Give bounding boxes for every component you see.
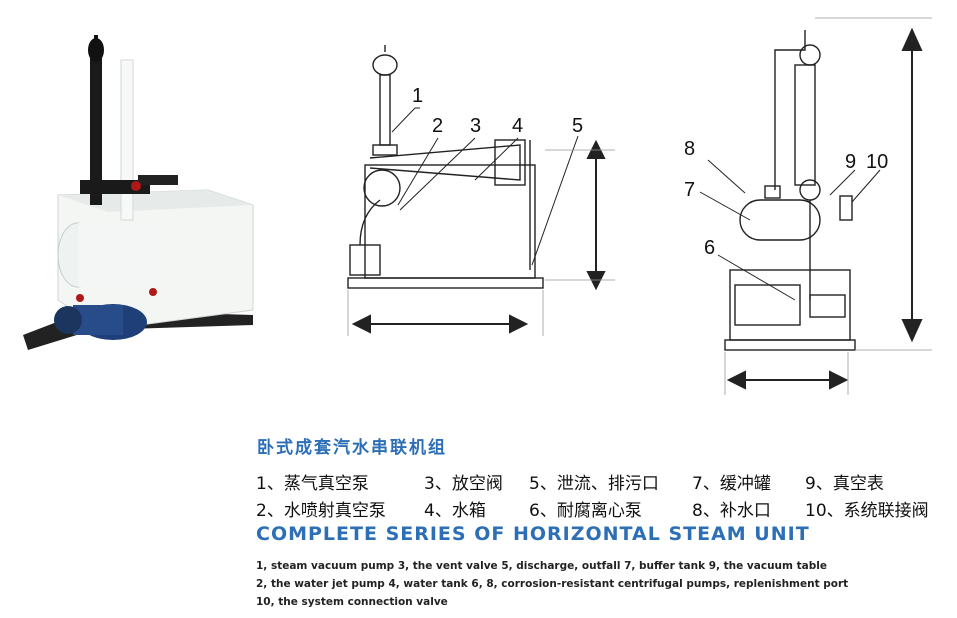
- legend-item-3: 3、放空阀: [424, 474, 503, 494]
- callout-5: 5: [572, 115, 583, 137]
- front-view-drawing: 8 7 6 9 10: [684, 17, 932, 395]
- english-legend-line-3: 10, the system connection valve: [256, 596, 448, 608]
- callout-3: 3: [470, 115, 481, 137]
- legend-item-1: 1、蒸气真空泵: [256, 474, 369, 494]
- legend-item-9: 9、真空表: [805, 474, 884, 494]
- legend-row-1: 1、蒸气真空泵 3、放空阀 5、泄流、排污口 7、缓冲罐 9、真空表: [256, 469, 884, 494]
- callout-8: 8: [684, 138, 695, 160]
- callout-4: 4: [512, 115, 523, 137]
- side-view-drawing: 1 2 3 4 5: [347, 45, 615, 336]
- english-legend-line-1: 1, steam vacuum pump 3, the vent valve 5…: [256, 560, 827, 572]
- callout-2: 2: [432, 115, 443, 137]
- english-title: COMPLETE SERIES OF HORIZONTAL STEAM UNIT: [256, 523, 810, 545]
- legend-item-2: 2、水喷射真空泵: [256, 501, 386, 521]
- callout-1: 1: [412, 85, 423, 107]
- callout-7: 7: [684, 179, 695, 201]
- legend-item-8: 8、补水口: [692, 501, 771, 521]
- callout-6: 6: [704, 237, 715, 259]
- legend-item-7: 7、缓冲罐: [692, 474, 771, 494]
- legend-item-5: 5、泄流、排污口: [529, 474, 659, 494]
- legend-item-10: 10、系统联接阀: [805, 501, 929, 521]
- callout-9: 9: [845, 151, 856, 173]
- legend-item-4: 4、水箱: [424, 501, 486, 521]
- english-legend-line-2: 2, the water jet pump 4, water tank 6, 8…: [256, 578, 849, 590]
- callout-10: 10: [866, 151, 888, 173]
- chinese-title: 卧式成套汽水串联机组: [257, 438, 447, 458]
- legend-row-2: 2、水喷射真空泵 4、水箱 6、耐腐离心泵 8、补水口 10、系统联接阀: [256, 496, 929, 521]
- legend-item-6: 6、耐腐离心泵: [529, 501, 642, 521]
- product-photo: [23, 35, 254, 350]
